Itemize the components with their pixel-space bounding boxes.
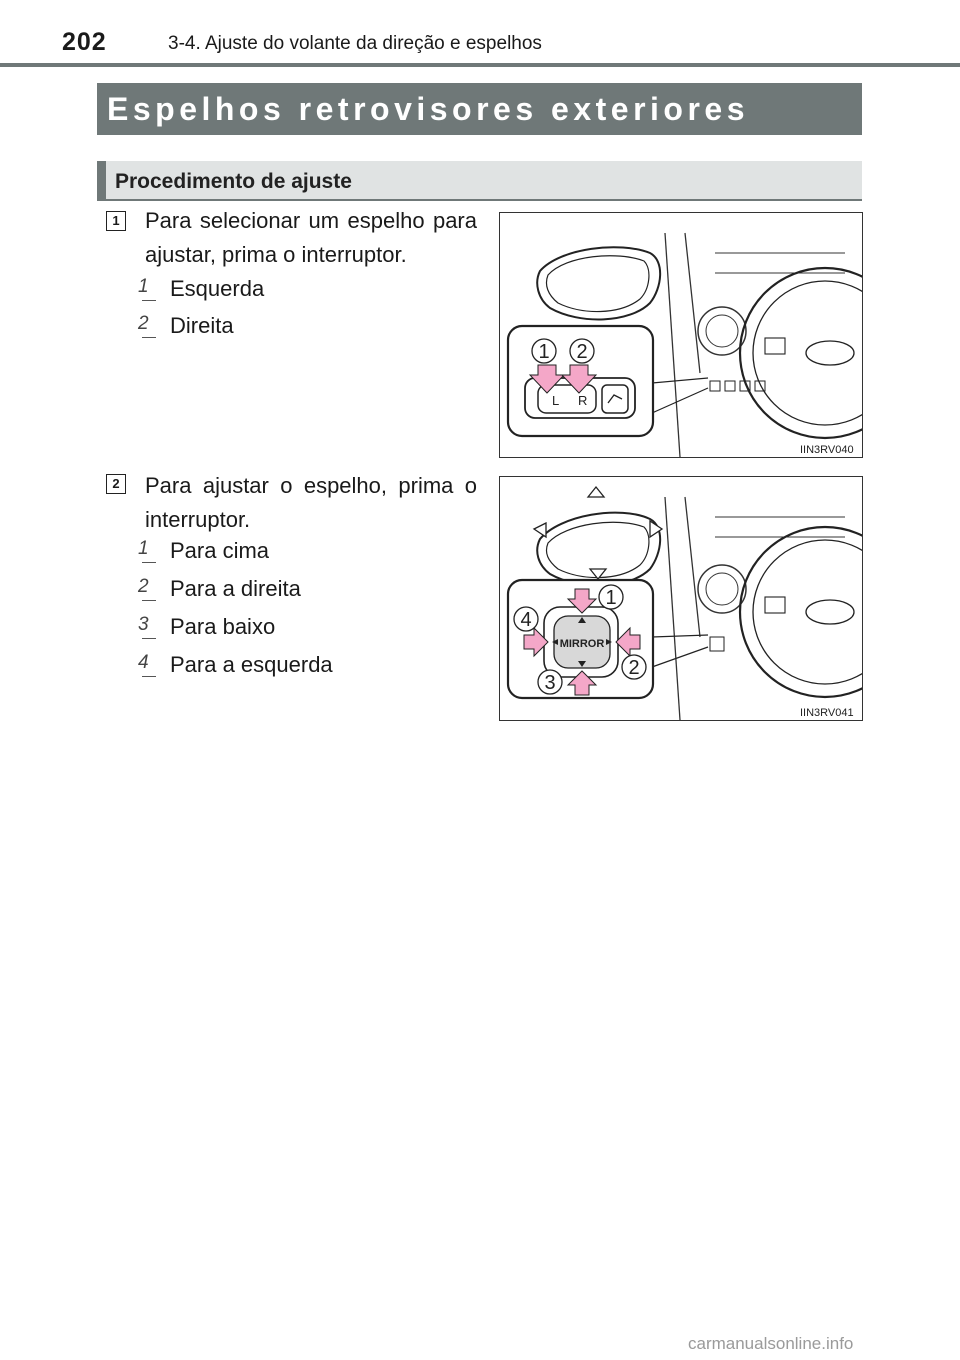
arrow-down-icon	[560, 364, 598, 394]
item-label: Para baixo	[170, 614, 276, 639]
item-number: 2	[138, 313, 156, 338]
svg-text:1: 1	[538, 341, 549, 363]
item-number: 1	[138, 538, 156, 563]
arrow-up-icon	[566, 670, 598, 696]
header-rule	[0, 63, 960, 67]
subsection-accent-bar	[97, 161, 106, 199]
step-2-text: Para ajustar o espelho, prima o interrup…	[145, 473, 477, 532]
arrow-right-icon	[523, 626, 549, 658]
step-1-item-1: 1 Esquerda	[0, 276, 480, 304]
subsection-title: Procedimento de ajuste	[115, 170, 352, 193]
callout-number-4: 4	[513, 606, 539, 632]
section-title: Espelhos retrovisores exteriores	[107, 91, 750, 127]
subsection-header: Procedimento de ajuste	[97, 161, 862, 201]
callout-number-1: 1	[531, 338, 557, 364]
step-1-text: Para selecionar um espelho para ajustar,…	[145, 208, 477, 267]
switch-label-mirror: MIRROR	[560, 638, 605, 650]
switch-label-r: R	[578, 393, 587, 408]
item-number: 4	[138, 652, 156, 677]
mirror-adjust-illustration: MIRROR 1 2 3 4 IIN3RV041	[506, 485, 862, 720]
arrow-left-icon	[615, 626, 641, 658]
svg-text:2: 2	[576, 341, 587, 363]
item-label: Esquerda	[170, 276, 265, 301]
step-2-item-1: 1 Para cima	[0, 538, 480, 566]
figure-mirror-adjust-switch: MIRROR 1 2 3 4 IIN3RV041	[499, 476, 863, 721]
svg-text:3: 3	[544, 672, 555, 694]
page-header: 202 3-4. Ajuste do volante da direção e …	[0, 0, 960, 70]
step-1-number: 1	[106, 211, 126, 231]
mirror-select-illustration: 1 2 L R IIN3RV040	[506, 232, 862, 457]
item-label: Para a direita	[170, 576, 301, 601]
step-2-item-4: 4 Para a esquerda	[0, 652, 480, 680]
arrow-down-icon	[528, 364, 566, 394]
callout-number-1: 1	[598, 584, 624, 610]
item-label: Direita	[170, 313, 234, 338]
item-number: 2	[138, 576, 156, 601]
item-label: Para cima	[170, 538, 270, 563]
switch-label-l: L	[552, 393, 559, 408]
callout-number-2: 2	[621, 654, 647, 680]
step-1-item-2: 2 Direita	[0, 313, 480, 341]
footer-watermark[interactable]: carmanualsonline.info	[688, 1334, 854, 1353]
callout-number-2: 2	[569, 338, 595, 364]
item-number: 1	[138, 276, 156, 301]
page-number: 202	[62, 28, 107, 56]
arrow-down-icon	[566, 588, 598, 614]
step-2-number: 2	[106, 474, 126, 494]
callout-number-3: 3	[537, 669, 563, 695]
item-number: 3	[138, 614, 156, 639]
figure-code: IIN3RV041	[800, 707, 854, 719]
svg-text:1: 1	[605, 587, 616, 609]
step-2-item-3: 3 Para baixo	[0, 614, 480, 642]
svg-text:2: 2	[628, 657, 639, 679]
step-2-item-2: 2 Para a direita	[0, 576, 480, 604]
svg-text:4: 4	[520, 609, 531, 631]
item-label: Para a esquerda	[170, 652, 333, 677]
chapter-title: 3-4. Ajuste do volante da direção e espe…	[168, 33, 542, 54]
figure-code: IIN3RV040	[800, 444, 854, 456]
section-title-banner: Espelhos retrovisores exteriores	[97, 83, 862, 135]
figure-mirror-select-switch: 1 2 L R IIN3RV040	[499, 212, 863, 458]
